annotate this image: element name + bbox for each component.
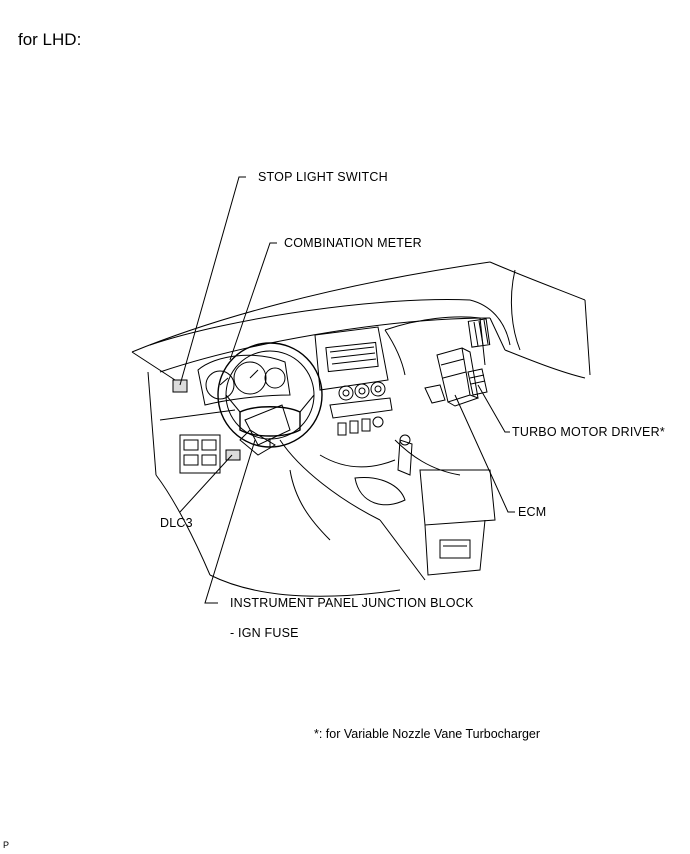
ecm-module <box>424 347 479 407</box>
center-console <box>209 434 496 597</box>
dashboard-top <box>131 299 586 381</box>
instrument-panel-junction-block-label: INSTRUMENT PANEL JUNCTION BLOCK <box>230 596 474 610</box>
stop-light-switch-label: STOP LIGHT SWITCH <box>258 170 388 184</box>
diagram-title: for LHD: <box>18 30 82 49</box>
turbo-motor-driver <box>467 368 488 396</box>
corner-mark: P <box>3 840 10 850</box>
turbo-motor-driver-label: TURBO MOTOR DRIVER* <box>512 425 665 439</box>
ecm-label: ECM <box>518 505 547 519</box>
dlc3-label: DLC3 <box>160 516 193 530</box>
windshield-outline <box>131 261 591 376</box>
footnote: *: for Variable Nozzle Vane Turbocharger <box>314 727 541 741</box>
center-stack <box>314 326 393 436</box>
left-lower-panel <box>147 371 241 576</box>
glovebox-panel <box>384 316 486 376</box>
leader-lines <box>179 176 515 604</box>
steering-wheel <box>217 342 323 456</box>
combination-meter-label: COMBINATION METER <box>284 236 422 250</box>
combination-meter <box>197 354 291 406</box>
ign-fuse-label: - IGN FUSE <box>230 626 299 640</box>
